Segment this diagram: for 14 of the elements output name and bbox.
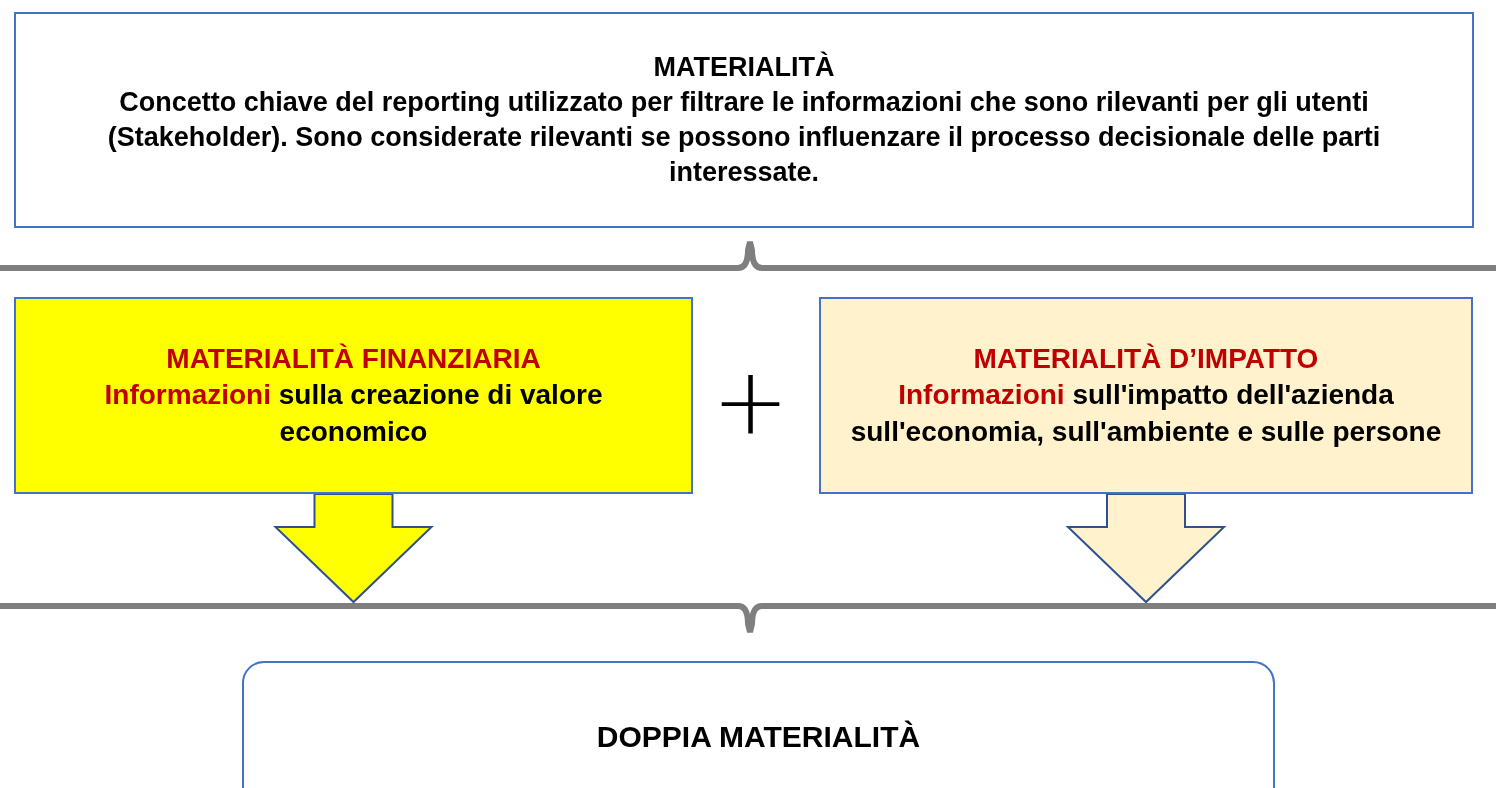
box-heading: MATERIALITÀ bbox=[653, 50, 835, 84]
box-text: Concetto chiave del reporting utilizzato per filtrare le informazioni che sono rilevanti per gli utenti (Stakeholder). Sono considerate rilevanti se possono influenzare il processo decisionale delle parti interessate. bbox=[106, 85, 1382, 190]
rounded-box bbox=[242, 661, 1275, 788]
plus-sign: + bbox=[712, 356, 790, 448]
box-heading: MATERIALITÀ FINANZIARIA bbox=[166, 341, 541, 376]
box-text: Informazioni sulla creazione di valore economico bbox=[103, 378, 604, 449]
box-heading: MATERIALITÀ D’IMPATTO bbox=[973, 341, 1319, 376]
text-box bbox=[14, 12, 1474, 228]
block-arrow bbox=[273, 493, 434, 604]
box-heading: DOPPIA MATERIALITÀ bbox=[596, 718, 921, 755]
text-box bbox=[819, 297, 1473, 494]
block-arrow bbox=[1065, 493, 1227, 604]
text-box bbox=[14, 297, 693, 494]
box-text: Informazioni sull'impatto dell'azienda sull'economia, sull'ambiente e sulle persone bbox=[849, 378, 1443, 449]
